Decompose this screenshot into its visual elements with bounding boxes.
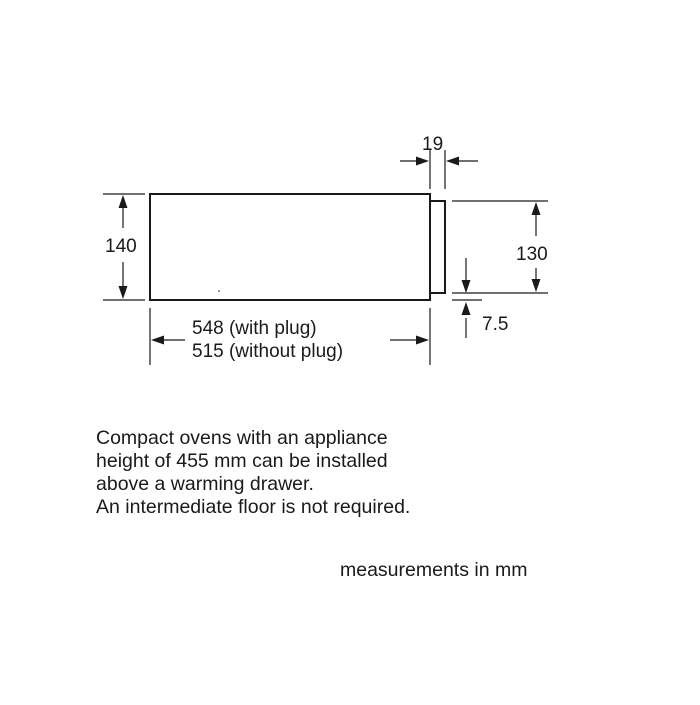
depth-19-dimension: 19 (400, 134, 478, 189)
units-label: measurements in mm (340, 559, 528, 581)
arrow-right-icon (416, 335, 429, 345)
arrow-left-icon (151, 335, 164, 345)
depth-548-dimension: 548 (with plug) 515 (without plug) (149, 308, 431, 365)
arrow-down-icon (118, 286, 128, 299)
arrow-left-icon (446, 156, 459, 166)
arrow-up-icon (118, 195, 128, 208)
note-line: above a warming drawer. (96, 473, 314, 495)
height-140-dimension: 140 (103, 193, 145, 301)
installation-note: Compact ovens with an appliance height o… (96, 427, 410, 519)
arrow-up-icon (531, 202, 541, 215)
arrow-up-icon (461, 302, 471, 315)
arrow-down-icon (531, 279, 541, 292)
note-line: An intermediate floor is not required. (96, 496, 411, 518)
depth-19-label: 19 (422, 134, 443, 155)
offset-7-5-dimension: 7.5 (452, 258, 508, 338)
drawer-front-panel (429, 200, 446, 294)
height-130-dimension: 130 (452, 200, 548, 294)
arrow-down-icon (461, 280, 471, 293)
note-line: Compact ovens with an appliance (96, 427, 388, 449)
height-130-label: 130 (516, 244, 548, 265)
depth-without-plug-label: 515 (without plug) (192, 341, 343, 362)
height-140-label: 140 (105, 236, 137, 257)
offset-7-5-label: 7.5 (482, 314, 508, 335)
arrow-right-icon (416, 156, 429, 166)
drawer-body-outline (149, 193, 431, 301)
marker-dot (218, 290, 220, 292)
note-line: height of 455 mm can be installed (96, 450, 388, 472)
depth-with-plug-label: 548 (with plug) (192, 318, 317, 339)
